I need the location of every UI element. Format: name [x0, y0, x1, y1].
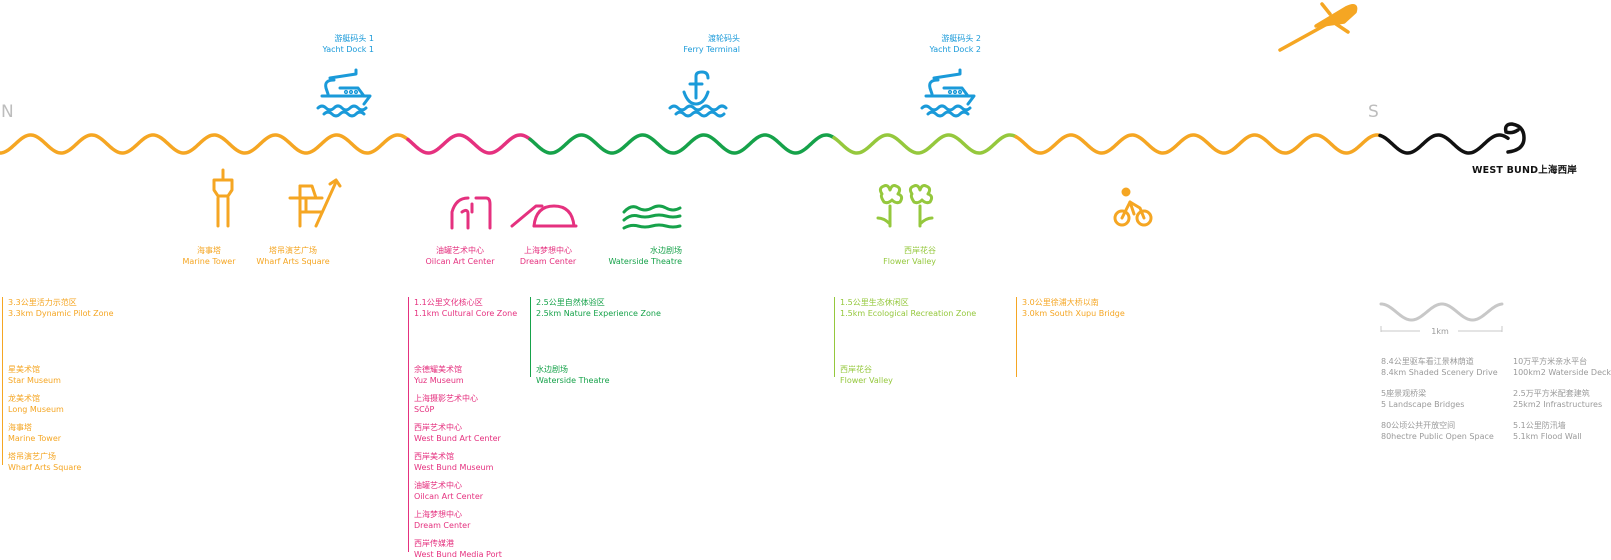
oilcan-icon — [450, 196, 492, 230]
dome-icon — [510, 204, 578, 228]
bicycle-icon — [1113, 187, 1153, 227]
scale-legend — [1379, 302, 1504, 332]
river-wave-segment-2 — [528, 133, 836, 155]
river-wave-segment-1 — [406, 133, 532, 155]
north-label: N — [1, 102, 14, 122]
south-label: S — [1368, 102, 1379, 122]
river-wave-segment-5 — [1378, 133, 1510, 155]
river-wave-line — [0, 133, 1510, 155]
river-wave-segment-0 — [0, 133, 410, 155]
yacht-icon — [920, 68, 976, 118]
yacht-icon — [316, 68, 372, 118]
river-wave-segment-3 — [832, 133, 1018, 155]
scale-label: 1km — [1431, 327, 1449, 336]
west-bund-logo-mark — [1503, 122, 1526, 154]
waves-icon — [622, 204, 682, 230]
anchor-icon — [668, 70, 728, 118]
marine-tower-icon — [212, 168, 234, 228]
west-bund-logo-text: WEST BUND上海西岸 — [1472, 165, 1577, 176]
crane-icon — [288, 178, 342, 228]
river-wave-segment-4 — [1014, 133, 1382, 155]
airplane-icon — [1278, 2, 1358, 52]
flower-icon — [876, 184, 934, 228]
